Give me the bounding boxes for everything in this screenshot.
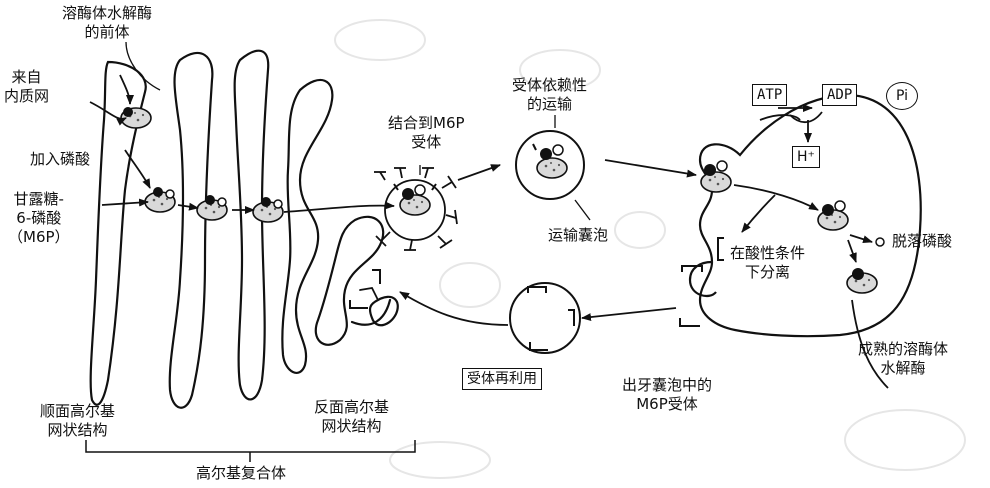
label-golgi-complex: 高尔基复合体: [196, 464, 287, 482]
label-precursor: 溶酶体水解酶 的前体: [62, 4, 153, 41]
endosome: [688, 93, 922, 338]
label-add-phosphate: 加入磷酸: [30, 150, 91, 168]
leader-lines: [125, 41, 591, 221]
label-receptor-transport: 受体依赖性 的运输: [512, 76, 588, 113]
label-acid-separation: 在酸性条件 下分离: [730, 244, 806, 281]
label-m6p: 甘露糖- 6-磷酸 （M6P）: [8, 190, 70, 246]
label-cis-golgi: 顺面高尔基 网状结构: [40, 402, 116, 439]
cisterna-3: [233, 49, 270, 401]
cisterna-2: [168, 51, 214, 409]
label-from-er: 来自 内质网: [4, 68, 50, 105]
label-mature-enzyme: 成熟的溶酶体 水解酶: [858, 340, 949, 377]
label-budding-receptor: 出牙囊泡中的 M6P受体: [622, 376, 713, 413]
enzymes-endosome: [700, 160, 885, 294]
label-dephosphorylation: 脱落磷酸: [892, 232, 953, 250]
recycling-vesicle: [509, 282, 581, 354]
label-transport-vesicle: 运输囊泡: [548, 226, 609, 244]
clathrin-coat: [374, 167, 458, 251]
receptors-golgi: [349, 269, 381, 309]
label-bind-m6p: 结合到M6P 受体: [388, 114, 465, 151]
background-texture: [334, 19, 966, 479]
cisterna-5: [314, 215, 385, 346]
receptor-reuse-box: 受体再利用: [462, 368, 542, 390]
receptors-endosome: [679, 237, 724, 327]
transport-vesicle: [515, 130, 585, 200]
atp-box: ATP: [752, 84, 788, 106]
phosphate-dot: [123, 107, 133, 117]
golgi-bracket: [85, 440, 416, 462]
released-phosphate: [875, 237, 885, 247]
tgn-fragment: [368, 295, 399, 327]
label-trans-golgi: 反面高尔基 网状结构: [314, 398, 390, 435]
pi-circle: Pi: [886, 82, 918, 110]
enzymes-golgi: [120, 107, 437, 223]
h-ion-box: H⁺: [792, 146, 820, 168]
cisterna-4: [281, 79, 334, 374]
arrows: [89, 74, 889, 389]
golgi-cisternae: [89, 49, 399, 409]
adp-box: ADP: [822, 84, 858, 106]
